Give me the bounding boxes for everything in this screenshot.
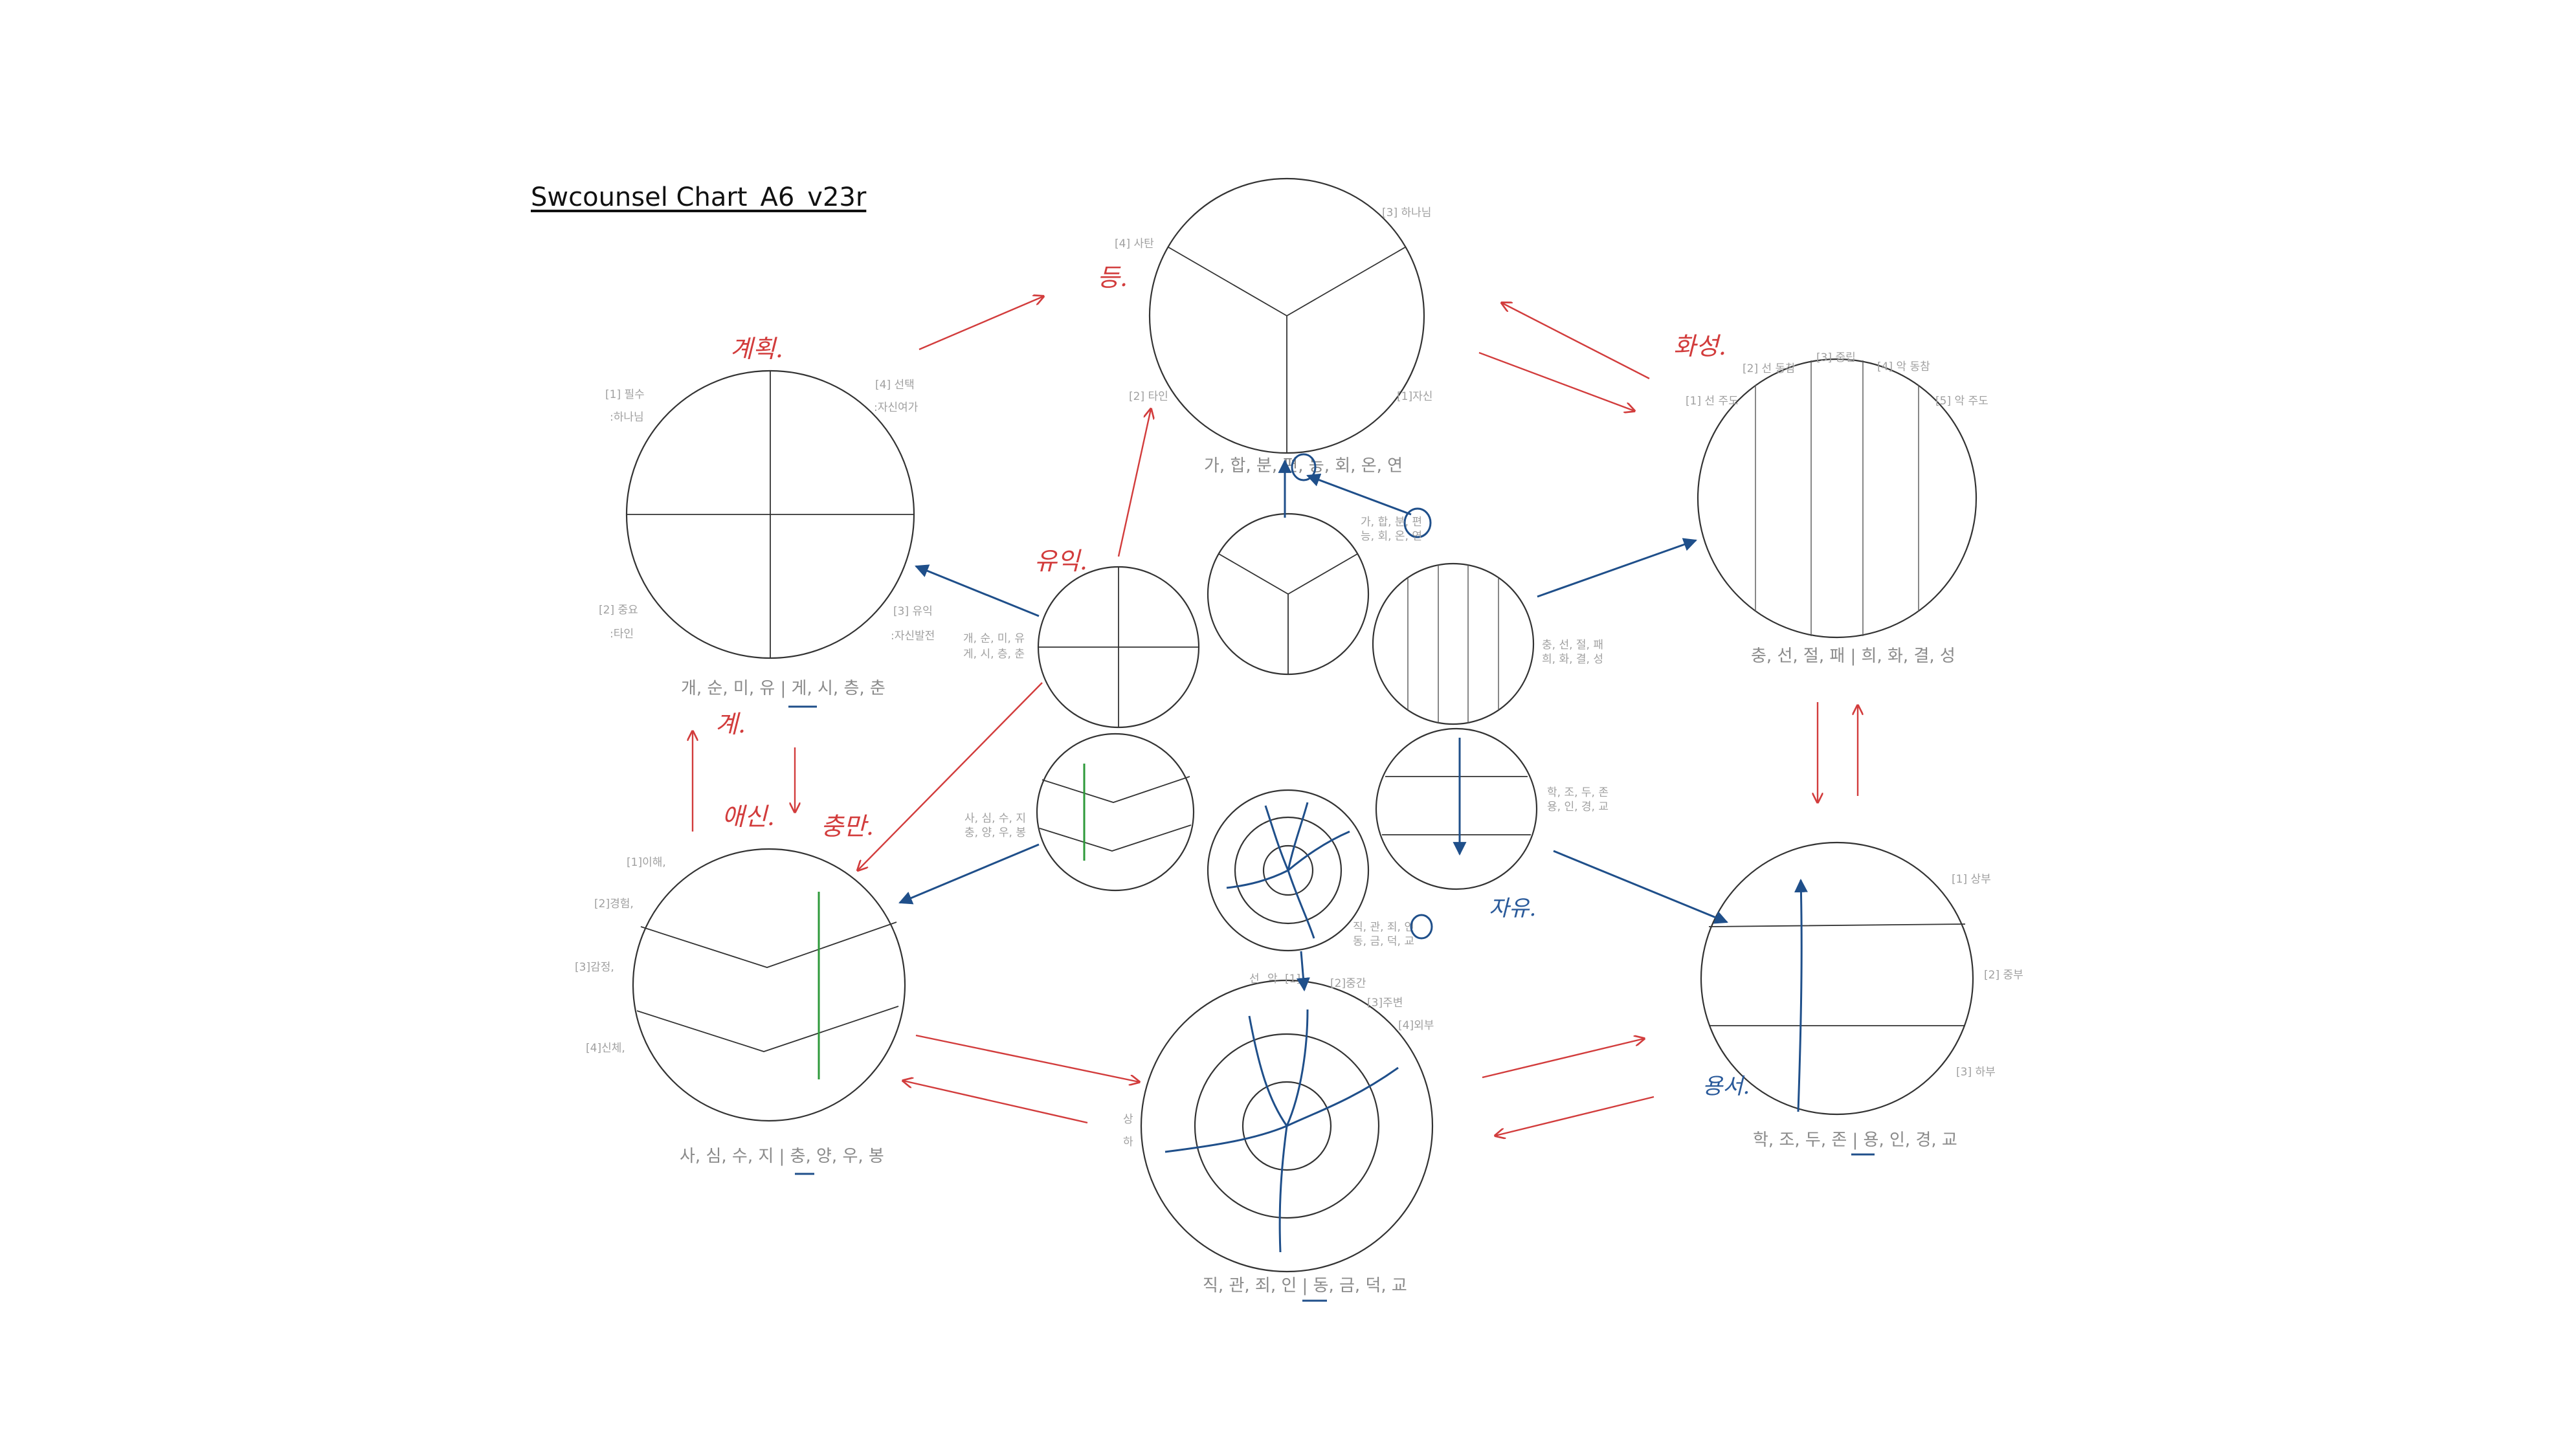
bottom-circle: 선 악 [1] [2]중간 [3]주변 [4]외부 상 하 직, 관, 죄, 인… xyxy=(1123,973,1434,1302)
ll-label-1: [1]이해, xyxy=(627,856,666,869)
ll-note-1: 애신. xyxy=(722,802,775,831)
lr-label-2: [2] 중부 xyxy=(1984,969,2023,982)
bottom-caption: 직, 관, 죄, 인 | 동, 금, 덕, 교 xyxy=(1203,1276,1407,1296)
bottom-label-up: 상 xyxy=(1123,1113,1133,1126)
blue-arrows xyxy=(898,459,1728,992)
ll-label-2: [2]경험, xyxy=(594,898,634,910)
top-label-satan: [4] 사탄 xyxy=(1115,237,1154,250)
center-band-label-1: 학, 조, 두, 존 xyxy=(1547,786,1609,799)
center-rings-label-1: 직, 관, 죄, 인 xyxy=(1353,921,1414,934)
top-label-others: [2] 타인 xyxy=(1129,390,1168,403)
ll-label-3: [3]감정, xyxy=(575,961,614,974)
lower-left-circle: [1]이해, [2]경험, [3]감정, [4]신체, 사, 심, 수, 지 |… xyxy=(575,802,906,1175)
top-note: 등. xyxy=(1097,263,1128,292)
right-label-4: [4] 악 동참 xyxy=(1877,360,1930,373)
right-label-1: [1] 선 주도 xyxy=(1686,395,1739,408)
ll-note-2: 충만. xyxy=(821,812,874,841)
top-caption: 가, 합, 분, 편, 능, 회, 온, 연 xyxy=(1204,456,1403,476)
center-bars-label-2: 희, 화, 결, 성 xyxy=(1542,653,1603,666)
center-cross-label-1: 개, 순, 미, 유 xyxy=(963,632,1025,645)
center-chevron-label-2: 충, 양, 우, 봉 xyxy=(964,826,1026,839)
left-label-3: [3] 유익 xyxy=(893,605,933,618)
left-label-2b: :타인 xyxy=(610,628,634,641)
center-note-2: 자유. xyxy=(1489,896,1536,921)
right-label-3: [3] 중립 xyxy=(1816,351,1856,364)
center-band-label-2: 용, 인, 경, 교 xyxy=(1547,800,1609,813)
center-y-label-1: 가, 합, 분, 편 xyxy=(1361,516,1422,529)
center-y-label-2: 능, 회, 온, 연 xyxy=(1361,530,1422,543)
left-label-4: [4] 선택 xyxy=(875,379,915,392)
center-cross-label-2: 게, 시, 층, 춘 xyxy=(963,648,1025,661)
right-label-5: [5] 악 주도 xyxy=(1935,395,1988,408)
right-circle: [2] 선 동참 [3] 중립 [4] 악 동참 [1] 선 주도 [5] 악 … xyxy=(1673,332,1988,666)
left-label-4b: :자신여가 xyxy=(874,401,919,414)
left-note-top: 계획. xyxy=(730,335,783,363)
top-label-self: [1]자신 xyxy=(1397,390,1432,403)
bottom-label-evil: 악 xyxy=(1267,973,1278,986)
red-arrows xyxy=(693,296,1858,1136)
left-label-1b: :하나님 xyxy=(610,411,644,424)
center-rings-label-2: 동, 금, 덕, 교 xyxy=(1353,935,1414,948)
top-label-god: [3] 하나님 xyxy=(1382,206,1431,219)
left-label-2: [2] 중요 xyxy=(599,604,638,617)
lr-note: 용서. xyxy=(1702,1074,1750,1099)
left-label-1: [1] 필수 xyxy=(605,388,645,401)
lr-caption: 학, 조, 두, 존 | 용, 인, 경, 교 xyxy=(1753,1131,1957,1150)
bottom-label-1: [1] xyxy=(1285,973,1300,986)
lr-label-1: [1] 상부 xyxy=(1952,873,1991,886)
left-label-3b: :자신발전 xyxy=(891,630,935,643)
bottom-label-3: [3]주변 xyxy=(1367,997,1403,1009)
right-label-2: [2] 선 동참 xyxy=(1743,362,1796,375)
left-note-bottom: 계. xyxy=(715,710,746,738)
top-circle: [3] 하나님 [4] 사탄 [2] 타인 [1]자신 가, 합, 분, 편, … xyxy=(1097,177,1432,538)
ll-label-4: [4]신체, xyxy=(586,1042,625,1055)
bottom-label-down: 하 xyxy=(1123,1136,1133,1149)
bottom-label-4: [4]외부 xyxy=(1398,1019,1434,1032)
center-cluster: 개, 순, 미, 유 게, 시, 층, 춘 유익. 가, 합, 분, 편 능, … xyxy=(963,513,1609,952)
left-circle: [1] 필수 :하나님 [4] 선택 :자신여가 [2] 중요 :타인 [3] … xyxy=(599,335,935,738)
right-caption: 충, 선, 절, 패 | 희, 화, 결, 성 xyxy=(1751,646,1955,666)
chart-title: Swcounsel Chart_A6_v23r xyxy=(531,182,867,212)
bottom-label-2: [2]중간 xyxy=(1330,977,1366,990)
center-chevron-label-1: 사, 심, 수, 지 xyxy=(964,812,1026,825)
right-note: 화성. xyxy=(1673,332,1726,360)
lr-label-3: [3] 하부 xyxy=(1956,1066,1996,1079)
left-caption: 개, 순, 미, 유 | 게, 시, 층, 춘 xyxy=(681,679,886,698)
ll-caption: 사, 심, 수, 지 | 충, 양, 우, 봉 xyxy=(680,1147,884,1166)
center-bars-label-1: 충, 선, 절, 패 xyxy=(1542,639,1603,652)
bottom-label-good: 선 xyxy=(1249,973,1260,986)
lower-right-circle: [1] 상부 [2] 중부 [3] 하부 학, 조, 두, 존 | 용, 인, … xyxy=(1700,841,2023,1156)
center-note-1: 유익. xyxy=(1034,547,1087,575)
